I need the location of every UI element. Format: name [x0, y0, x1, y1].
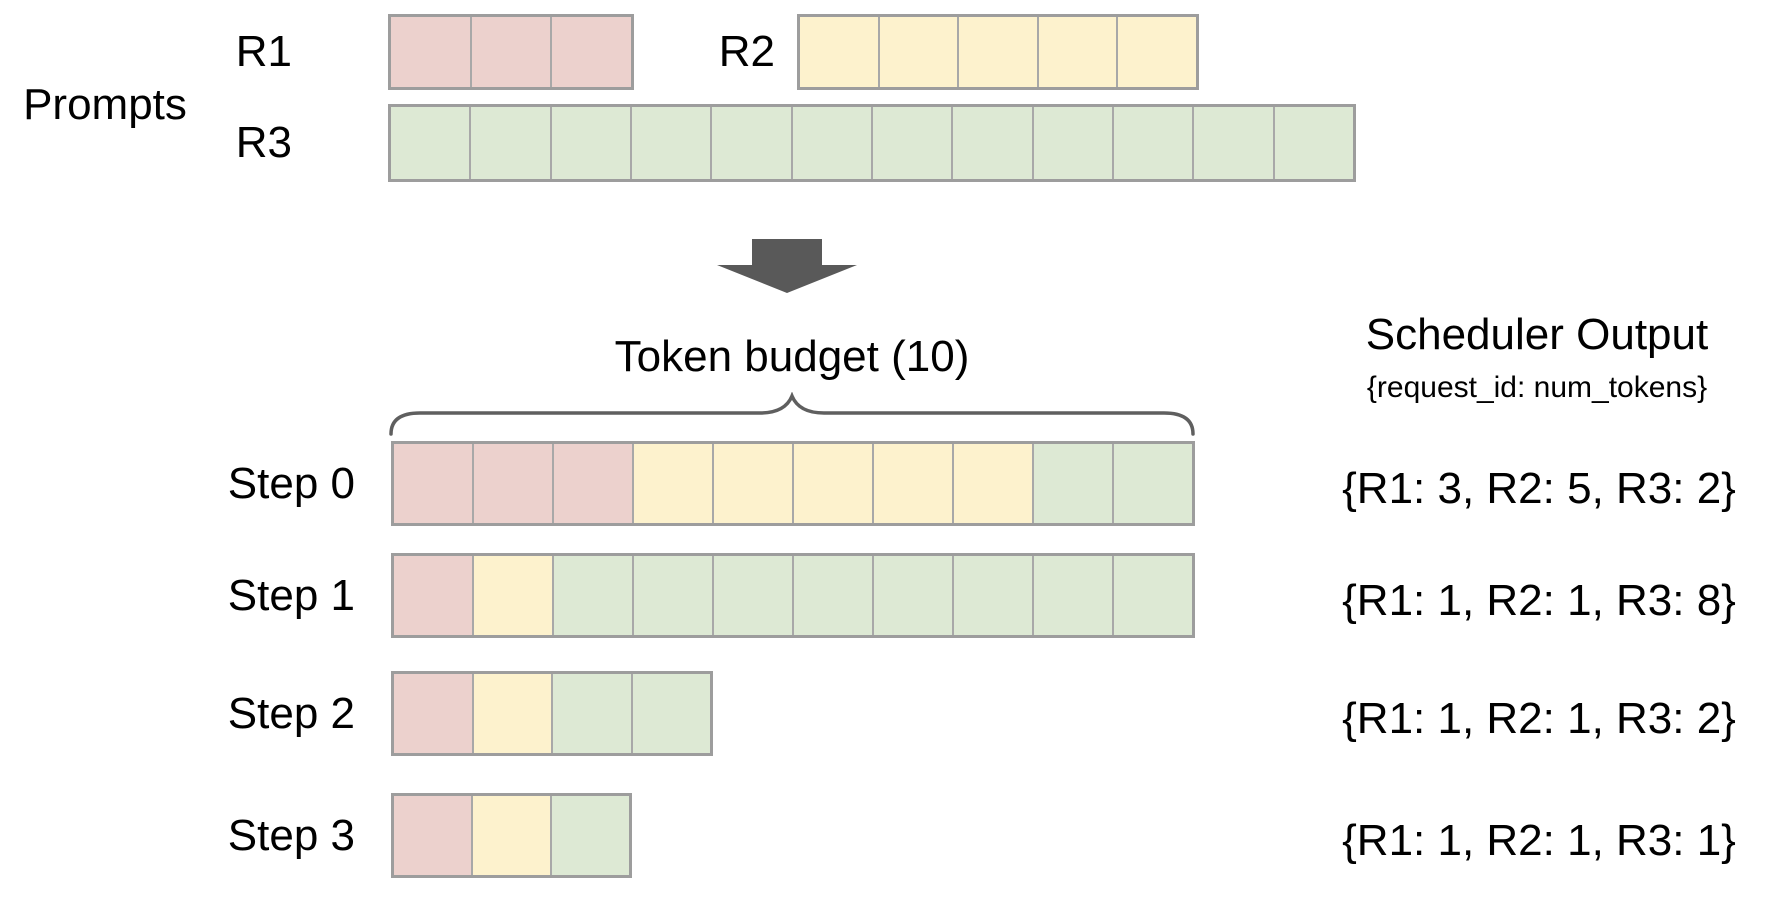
token-cell-r2: [474, 556, 554, 635]
scheduler-output-step-2: {R1: 1, R2: 1, R3: 2}: [1342, 693, 1736, 743]
token-cell-r2: [714, 444, 794, 523]
token-cell-r3: [554, 556, 634, 635]
token-cell-r3: [953, 107, 1034, 179]
token-cell-r3: [1274, 107, 1353, 179]
prompt-row-r3: [388, 104, 1356, 182]
token-cell-r2: [874, 444, 954, 523]
token-cell-r1: [394, 444, 474, 523]
token-cell-r2: [1038, 17, 1119, 87]
token-cell-r2: [794, 444, 874, 523]
step-label-3: Step 3: [227, 810, 355, 860]
token-cell-r1: [471, 17, 553, 87]
token-cell-r3: [714, 556, 794, 635]
prompt-row-r1: [388, 14, 634, 90]
token-cell-r1: [394, 796, 473, 875]
token-cell-r3: [712, 107, 793, 179]
step-row-1: [391, 553, 1195, 638]
prompt-label-r1: R1: [235, 27, 292, 76]
token-cell-r3: [792, 107, 873, 179]
scheduler-output-step-0: {R1: 3, R2: 5, R3: 2}: [1342, 463, 1736, 513]
token-cell-r3: [471, 107, 552, 179]
token-cell-r1: [474, 444, 554, 523]
token-cell-r3: [1194, 107, 1275, 179]
token-cell-r3: [1034, 444, 1114, 523]
step-row-3: [391, 793, 632, 878]
token-cell-r3: [391, 107, 472, 179]
token-cell-r3: [794, 556, 874, 635]
down-arrow-shape: [717, 239, 857, 293]
prompt-label-r2: R2: [718, 27, 775, 76]
step-row-2: [391, 671, 713, 756]
token-cell-r1: [391, 17, 472, 87]
step-label-0: Step 0: [227, 458, 355, 508]
token-cell-r3: [634, 556, 714, 635]
token-cell-r3: [874, 556, 954, 635]
token-cell-r3: [631, 107, 713, 179]
prompts-section-label: Prompts: [23, 80, 187, 129]
token-cell-r3: [1114, 556, 1192, 635]
token-cell-r2: [879, 17, 960, 87]
token-cell-r2: [954, 444, 1034, 523]
token-cell-r2: [473, 796, 552, 875]
token-cell-r3: [1114, 444, 1192, 523]
scheduler-output-title: Scheduler Output: [1365, 310, 1709, 359]
down-arrow-icon: [717, 239, 857, 293]
token-cell-r2: [800, 17, 880, 87]
token-cell-r2: [1118, 17, 1196, 87]
token-cell-r2: [634, 444, 714, 523]
step-row-0: [391, 441, 1195, 526]
token-cell-r3: [632, 674, 710, 753]
token-cell-r3: [1113, 107, 1195, 179]
token-cell-r1: [394, 556, 474, 635]
token-cell-r3: [954, 556, 1034, 635]
token-cell-r1: [554, 444, 634, 523]
brace-path: [389, 392, 1195, 436]
token-cell-r3: [1033, 107, 1114, 179]
scheduler-output-step-3: {R1: 1, R2: 1, R3: 1}: [1342, 815, 1736, 865]
token-budget-brace: [389, 392, 1195, 436]
token-budget-label: Token budget (10): [614, 332, 970, 381]
token-cell-r3: [551, 107, 632, 179]
token-cell-r3: [552, 796, 629, 875]
token-cell-r1: [394, 674, 474, 753]
step-label-2: Step 2: [227, 688, 355, 738]
prompt-label-r3: R3: [235, 118, 292, 167]
prompt-row-r2: [797, 14, 1199, 90]
scheduler-output-subtitle: {request_id: num_tokens}: [1366, 371, 1708, 404]
token-cell-r3: [872, 107, 954, 179]
token-cell-r2: [473, 674, 553, 753]
token-cell-r3: [553, 674, 633, 753]
token-cell-r3: [1034, 556, 1114, 635]
step-label-1: Step 1: [227, 570, 355, 620]
token-cell-r1: [552, 17, 632, 87]
token-cell-r2: [959, 17, 1039, 87]
scheduler-output-step-1: {R1: 1, R2: 1, R3: 8}: [1342, 575, 1736, 625]
